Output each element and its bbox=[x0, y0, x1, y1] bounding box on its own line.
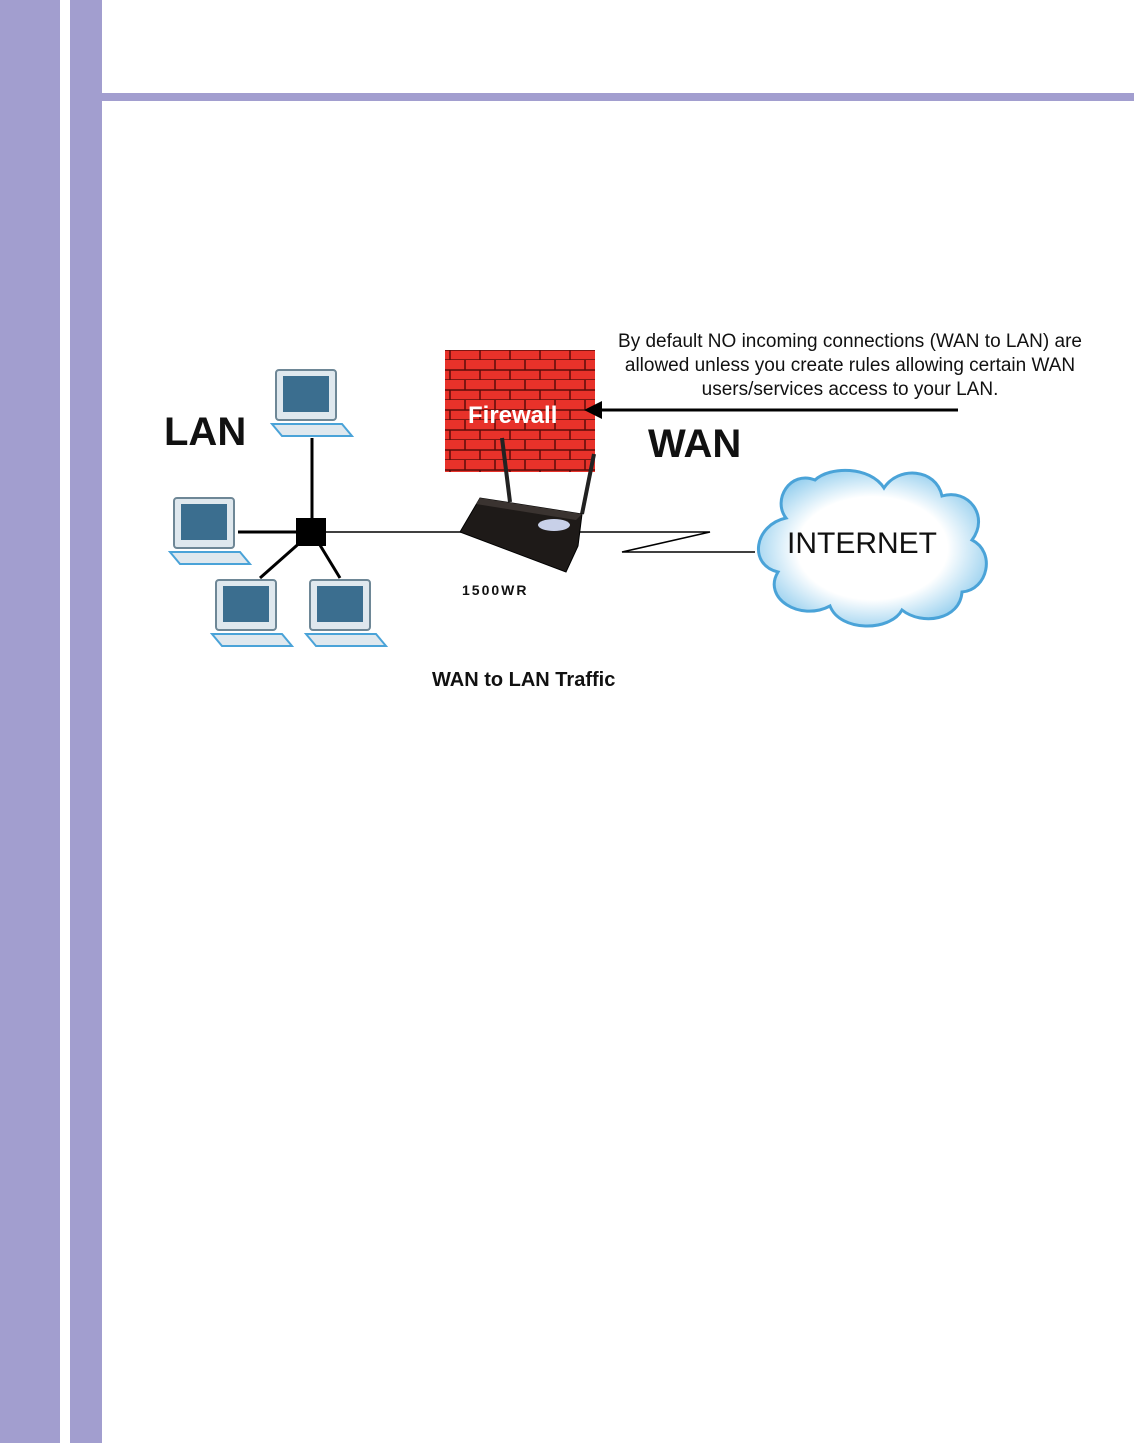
computer-icon bbox=[306, 580, 386, 646]
wan-to-lan-diagram: LAN WAN Firewall 1500WR INTERNET By defa… bbox=[150, 320, 1110, 680]
firewall-default-note: By default NO incoming connections (WAN … bbox=[590, 330, 1110, 402]
router-model-label: 1500WR bbox=[462, 582, 528, 598]
figure-caption: WAN to LAN Traffic bbox=[432, 669, 615, 692]
header-rule bbox=[70, 93, 1134, 101]
computer-icon bbox=[212, 580, 292, 646]
firewall-label: Firewall bbox=[468, 402, 557, 430]
internet-label: INTERNET bbox=[787, 527, 937, 561]
left-margin-bar bbox=[0, 0, 60, 1443]
network-hub bbox=[296, 518, 326, 546]
lan-links bbox=[238, 438, 340, 578]
computer-icon bbox=[272, 370, 352, 436]
inner-margin-bar bbox=[70, 0, 102, 1443]
wan-link bbox=[580, 532, 755, 552]
wan-label: WAN bbox=[648, 422, 741, 467]
lan-label: LAN bbox=[164, 410, 246, 455]
